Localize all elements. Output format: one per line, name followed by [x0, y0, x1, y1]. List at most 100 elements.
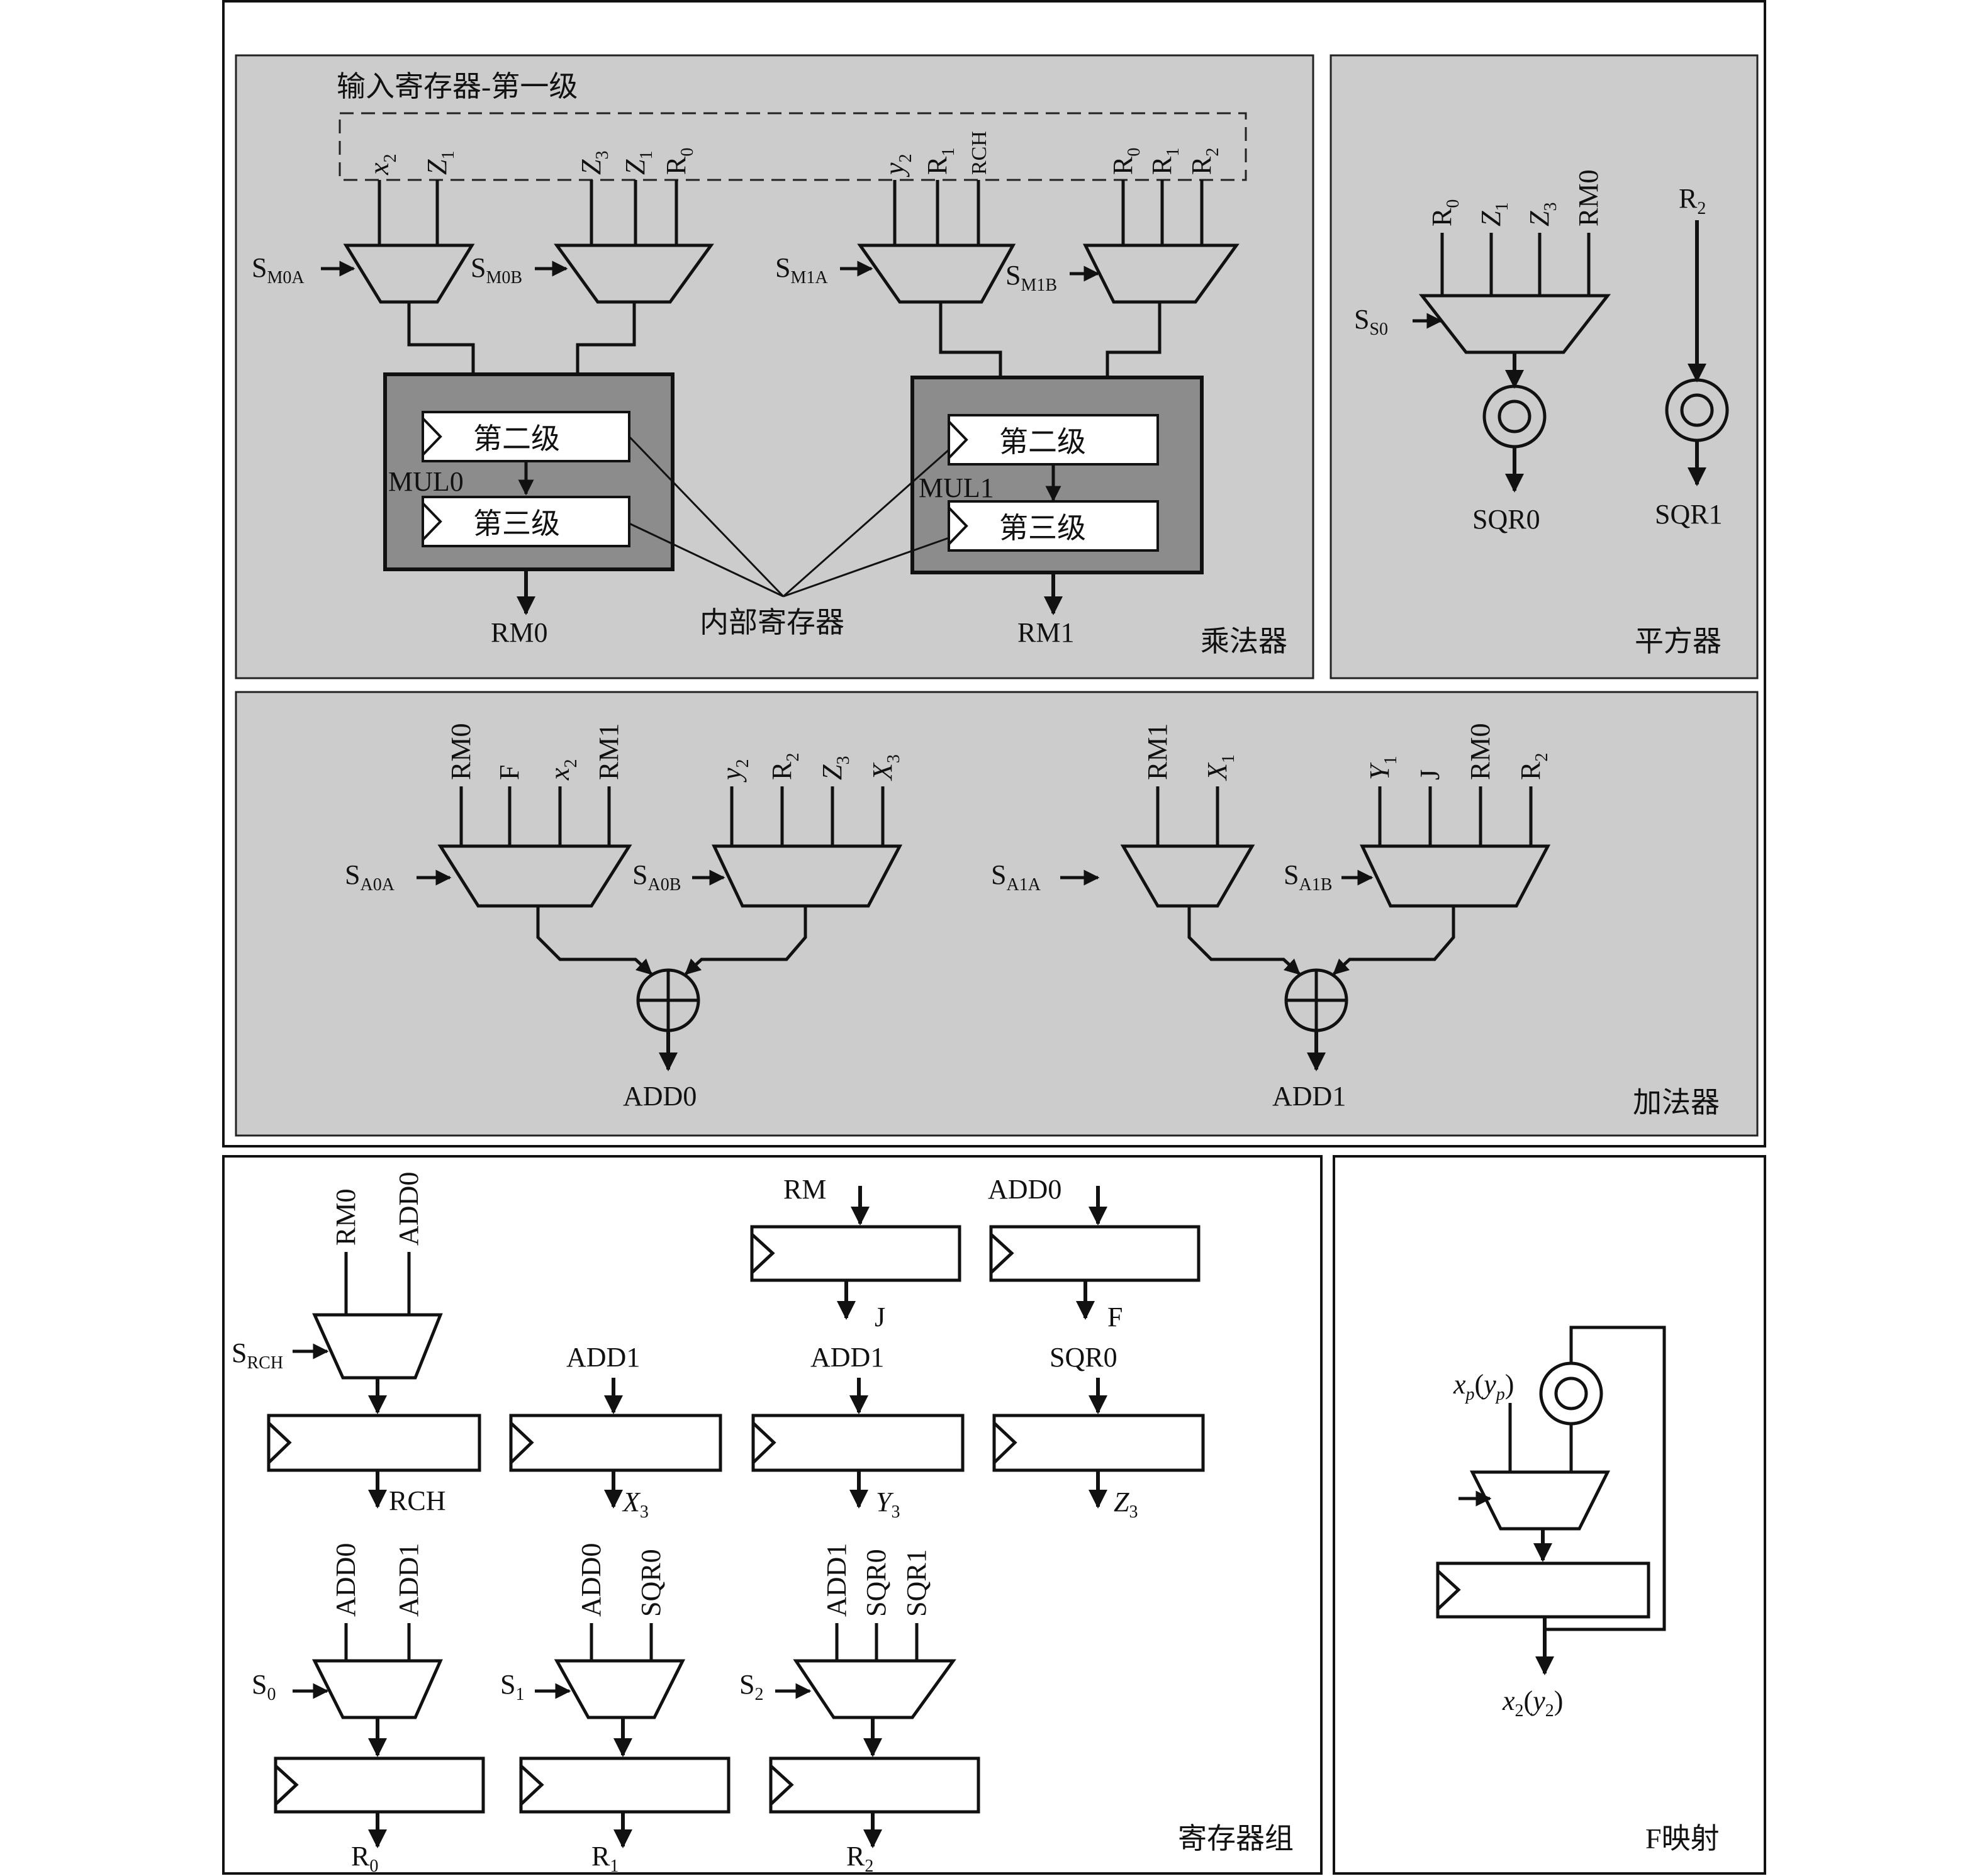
sqr0-output: SQR0: [1472, 504, 1540, 535]
select-m0b: SM0B: [471, 252, 568, 288]
register-bank: RM0 ADD0 SRCH RCH RM J ADD0: [232, 1172, 1294, 1876]
adder-panel-label: 加法器: [1633, 1086, 1720, 1119]
squarer-input-label: RM0: [1573, 170, 1604, 226]
svg-text:RM0: RM0: [330, 1189, 361, 1246]
add1-unit: RM1 X1 Y1 J RM0 R2 SA1A SA1B ADD1: [991, 723, 1552, 1112]
mux-m1a: [857, 243, 1016, 304]
svg-text:SM1A: SM1A: [775, 252, 828, 288]
svg-text:SM0B: SM0B: [471, 252, 522, 288]
input-label: Z3: [576, 151, 612, 175]
svg-text:RCH: RCH: [389, 1485, 445, 1516]
svg-text:ADD1: ADD1: [566, 1342, 640, 1373]
mul0-name: MUL0: [388, 466, 464, 497]
mux-m1b-inputs: R0 R1 R2: [1107, 148, 1223, 175]
squarer-input-label: R0: [1426, 199, 1463, 226]
z3-register: SQR0 Z3: [992, 1342, 1205, 1522]
select-m1b: SM1B: [1005, 260, 1100, 295]
svg-text:F: F: [494, 765, 525, 780]
add1-output: ADD1: [1272, 1081, 1346, 1112]
squarer-direct-input: R2: [1679, 183, 1706, 218]
f-map-register: [1436, 1561, 1650, 1619]
svg-text:R2: R2: [1515, 753, 1552, 780]
f-map: xp(yp) x2(y2) F映射: [1436, 1326, 1720, 1855]
internal-register-label: 内部寄存器: [700, 606, 844, 639]
mux-m0a-inputs: x2 Z1: [364, 151, 458, 176]
squarer-panel: R0 Z1 Z3 RM0 SS0 SQR0 R2 SQR1 平方器: [1330, 54, 1759, 679]
input-label: RCH: [968, 131, 991, 175]
svg-text:J: J: [1414, 769, 1445, 780]
r0-register: ADD0 ADD1 S0 R0: [252, 1543, 485, 1876]
svg-text:RM0: RM0: [445, 723, 476, 780]
svg-text:RM: RM: [783, 1174, 826, 1205]
j-register: RM J: [750, 1174, 961, 1332]
svg-text:ADD1: ADD1: [821, 1543, 852, 1617]
mul1-output: RM1: [1017, 617, 1074, 648]
f-map-mux: [1469, 1470, 1611, 1531]
svg-text:SA0B: SA0B: [632, 859, 681, 895]
svg-text:ADD0: ADD0: [988, 1174, 1061, 1205]
svg-text:ADD0: ADD0: [330, 1543, 361, 1617]
svg-text:RM1: RM1: [593, 723, 624, 780]
multiplier-panel: 输入寄存器-第一级 x2 Z1 Z3 Z1 R0 y2 R1 RCH R0 R1…: [235, 54, 1314, 679]
svg-text:S1: S1: [500, 1669, 524, 1704]
svg-text:SQR0: SQR0: [861, 1549, 892, 1617]
svg-text:ADD1: ADD1: [393, 1543, 424, 1617]
f-map-frame: [1333, 1155, 1766, 1875]
r2-register: ADD1 SQR0 SQR1 S2 R2: [739, 1543, 980, 1876]
mux-a1b: [1360, 844, 1551, 908]
mul1-unit: 第二级 MUL1 第三级 RM1: [910, 376, 1204, 648]
svg-text:X3: X3: [622, 1487, 649, 1522]
x3-register: ADD1 X3: [509, 1342, 722, 1522]
svg-text:RM1: RM1: [1142, 723, 1173, 780]
mux-m1b: [1082, 243, 1240, 304]
mux-a1a: [1120, 844, 1255, 908]
rch-register: RM0 ADD0 SRCH RCH: [232, 1172, 481, 1516]
f-map-output-label: x2(y2): [1502, 1685, 1563, 1721]
svg-text:SM1B: SM1B: [1005, 260, 1057, 295]
f-register: ADD0 F: [988, 1174, 1201, 1332]
squarer-select: SS0: [1354, 304, 1388, 339]
mux-a0b: [712, 844, 903, 908]
y3-register: ADD1 Y3: [751, 1342, 965, 1522]
svg-text:SRCH: SRCH: [232, 1337, 283, 1373]
input-label: R0: [661, 148, 697, 175]
svg-text:ADD0: ADD0: [576, 1543, 607, 1617]
input-label: Z1: [422, 151, 458, 175]
add0-unit: RM0 F x2 RM1 y2 R2 Z3 X3 SA0A SA0B ADD0: [345, 723, 904, 1112]
select-m0a: SM0A: [252, 252, 356, 288]
select-m1a: SM1A: [775, 252, 873, 288]
svg-text:R2: R2: [766, 753, 803, 780]
mul0-stage3-register: [422, 496, 630, 547]
svg-text:SA1B: SA1B: [1284, 859, 1332, 895]
svg-text:J: J: [875, 1302, 885, 1332]
svg-text:R0: R0: [351, 1841, 378, 1876]
mux-m0b: [554, 243, 714, 304]
mux-m0a: [343, 243, 475, 304]
multiplier-panel-bg: [235, 54, 1314, 679]
svg-text:ADD0: ADD0: [393, 1172, 424, 1246]
adder-panel-bg: [235, 691, 1759, 1137]
input-register-label: 输入寄存器-第一级: [337, 70, 578, 103]
svg-text:SQR0: SQR0: [1050, 1342, 1117, 1373]
mux-m0b-inputs: Z3 Z1 R0: [576, 148, 697, 175]
sqr1-output: SQR1: [1655, 499, 1723, 530]
input-label: R1: [922, 148, 958, 175]
svg-text:x2: x2: [544, 759, 581, 781]
svg-text:X3: X3: [867, 754, 904, 781]
svg-text:SQR0: SQR0: [635, 1549, 666, 1617]
mul0-stage2-label: 第二级: [473, 423, 560, 455]
mux-a0a: [437, 844, 632, 908]
f-map-input-label: xp(yp): [1453, 1369, 1514, 1404]
mux-m1a-inputs: y2 R1 RCH: [879, 131, 991, 177]
multiplier-panel-label: 乘法器: [1201, 625, 1287, 657]
mul0-stage3-label: 第三级: [473, 508, 560, 540]
svg-text:ADD1: ADD1: [810, 1342, 884, 1373]
mul1-name: MUL1: [919, 472, 994, 503]
svg-text:y2: y2: [716, 759, 753, 783]
svg-text:S0: S0: [252, 1669, 276, 1704]
input-register-box: [339, 112, 1247, 181]
svg-text:F: F: [1107, 1302, 1123, 1332]
svg-text:SQR1: SQR1: [901, 1549, 932, 1617]
svg-text:R2: R2: [846, 1841, 873, 1876]
